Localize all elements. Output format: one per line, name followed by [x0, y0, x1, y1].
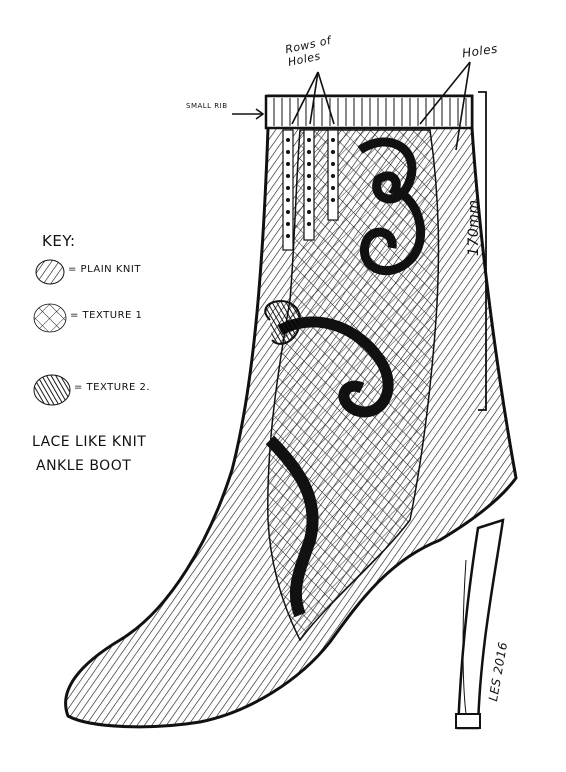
key-swatch-texture-1: [33, 303, 67, 333]
key-label-texture-2: = TEXTURE 2.: [74, 382, 151, 393]
small-rib-band: [264, 94, 474, 130]
small-rib-label: SMALL RIB: [186, 102, 228, 110]
height-dimension-line: [478, 91, 487, 411]
texture-2-scroll-middle: [277, 316, 394, 418]
annotation-arrows: [232, 61, 471, 151]
key-heading: KEY:: [42, 232, 76, 250]
key-swatch-texture-2: [33, 374, 71, 406]
caption-line-2: ANKLE BOOT: [36, 458, 132, 474]
caption-line-1: LACE LIKE KNIT: [32, 434, 147, 450]
texture-2-scroll-lower: [265, 435, 319, 618]
key-swatch-plain-knit: [35, 259, 65, 285]
heel-tip: [455, 713, 481, 729]
key-label-plain-knit: = PLAIN KNIT: [68, 264, 141, 275]
texture-2-scroll-upper: [357, 137, 426, 276]
height-label: 170mm: [466, 199, 482, 257]
texture-2-curl: [264, 300, 302, 345]
key-label-texture-1: = TEXTURE 1: [70, 310, 143, 321]
